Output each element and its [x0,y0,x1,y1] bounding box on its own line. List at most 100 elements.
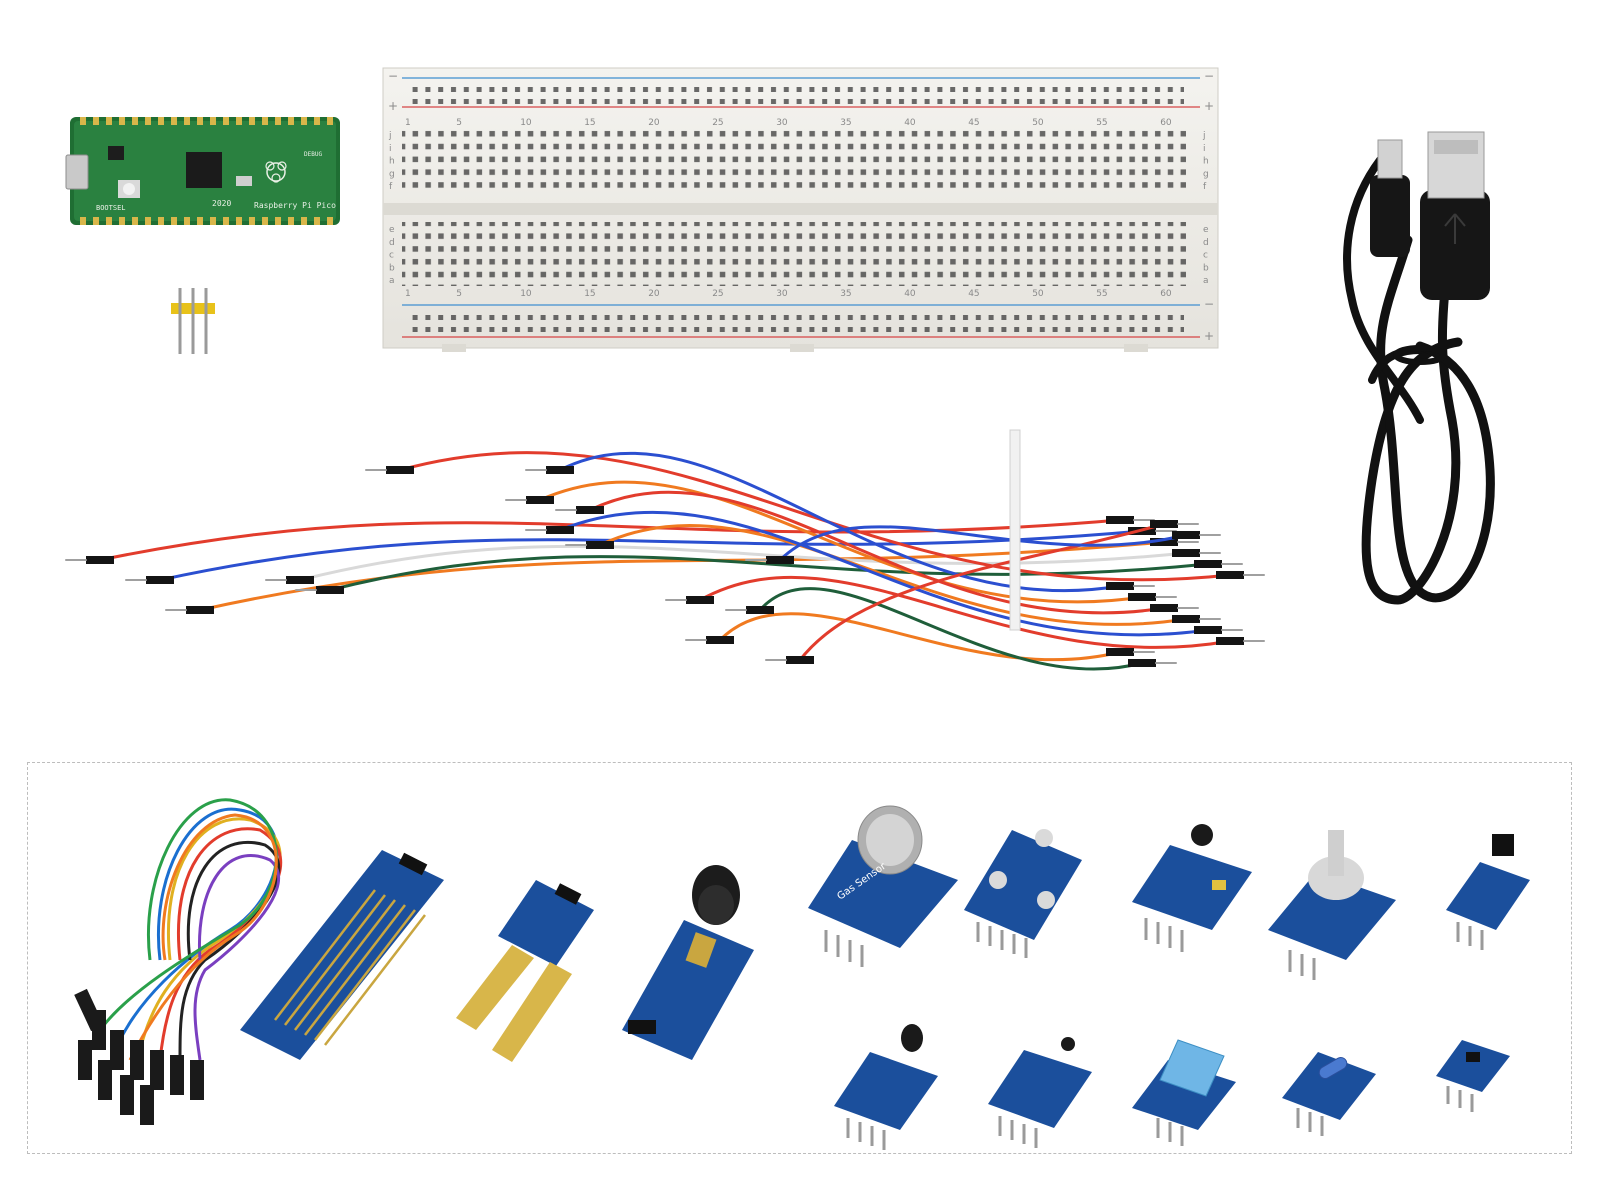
jumper-wire-end [1194,626,1222,634]
breadboard-row-letter: b [389,263,395,273]
gas-sensor: Gas Sensor [808,805,958,967]
jumper-wire [588,490,1166,615]
breadboard-row-letter: f [389,182,393,192]
rail-plus-label: + [388,99,398,113]
jumper-wire [758,587,1144,671]
jumper-wire-end [1194,560,1222,568]
jumper-wire-end [1128,659,1156,667]
sound-sensor [622,865,754,1060]
humidity-sensor [1132,1039,1236,1146]
jumper-wire-end [766,556,794,564]
rail-minus-label: − [1204,297,1214,311]
jumper-wire-end [1172,615,1200,623]
breadboard-column-number: 60 [1160,118,1172,128]
jumper-wire [398,451,1232,582]
breadboard-column-number: 30 [776,118,788,128]
breadboard-column-number: 15 [584,289,595,299]
pin-header [171,288,215,354]
breadboard-row-letter: c [389,251,394,261]
breadboard-column-number: 40 [904,289,916,299]
jumper-wire-end [786,656,814,664]
breadboard-row-letter: a [1203,276,1209,286]
infrared-sensor [964,829,1082,958]
pico-year: 2020 [212,199,231,208]
breadboard-column-number: 45 [968,118,979,128]
breadboard [382,67,1219,352]
sensor-kit-frame [27,762,1572,1154]
temperature-sensor [988,1037,1092,1148]
tilt-sensor [1282,1052,1376,1136]
breadboard-column-number: 20 [648,289,660,299]
jumper-wire-end [586,541,614,549]
jumper-wire [198,540,1166,612]
breadboard-row-letter: f [1203,182,1207,192]
breadboard-column-number: 1 [405,289,411,299]
jumper-wire-end [1106,582,1134,590]
jumper-wire-end [1128,593,1156,601]
jumper-wire-end [576,506,604,514]
breadboard-row-letter: j [1202,131,1206,141]
jumper-wire [298,544,1188,582]
jumper-wire-end [1150,604,1178,612]
jumper-wire [698,575,1232,649]
breadboard-row-letter: g [1203,169,1209,179]
cable-tie [1009,429,1021,631]
dupont-cable-bundle [98,798,283,1061]
breadboard-row-letter: e [389,225,395,235]
breadboard-column-number: 60 [1160,289,1172,299]
breadboard-row-letter: h [389,157,395,167]
breadboard-column-number: 55 [1096,289,1107,299]
microphone-sensor [1132,824,1252,952]
jumper-wire [778,525,1188,562]
breadboard-row-letter: g [389,169,395,179]
breadboard-column-number: 30 [776,289,788,299]
jumper-wire-end [1216,637,1244,645]
breadboard-column-number: 10 [520,118,532,128]
rail-plus-label: + [1204,329,1214,343]
jumper-wire [558,451,1122,593]
jumper-wire-end [706,636,734,644]
pico-debug: DEBUG [304,151,322,158]
rotary-sensor [1268,830,1396,980]
jumper-wire-end [546,466,574,474]
breadboard-column-number: 15 [584,118,595,128]
pico-bootsel: BOOTSEL [96,204,126,212]
breadboard-column-number: 25 [712,118,723,128]
jumper-wire-end [546,526,574,534]
breadboard-column-number: 40 [904,118,916,128]
small-sensor-module [1436,1040,1510,1112]
pico-label: Raspberry Pi Pico [254,201,336,210]
breadboard-row-letter: i [1203,144,1206,154]
breadboard-column-number: 35 [840,289,851,299]
jumper-wire-end [86,556,114,564]
usb-cable [1343,156,1495,605]
raspberry-logo-icon [265,161,287,183]
jumper-wire-end [746,606,774,614]
jumper-wire-bundle [65,429,1265,671]
breadboard-row-letter: i [389,144,392,154]
jumper-wire-end [286,576,314,584]
breadboard-row-letter: b [1203,263,1209,273]
jumper-wire-end [1150,520,1178,528]
breadboard-column-number: 50 [1032,118,1044,128]
breadboard-row-letter: e [1203,225,1209,235]
breadboard-row-letter: d [1203,238,1209,248]
breadboard-column-number: 5 [456,118,462,128]
jumper-wire-end [1172,531,1200,539]
breadboard-column-number: 1 [405,118,411,128]
jumper-wire-end [1150,538,1178,546]
jumper-wire [718,612,1122,662]
soil-moisture-sensor [456,880,594,1062]
jumper-wire-end [316,586,344,594]
jumper-wire-end [526,496,554,504]
jumper-wire [798,522,1166,662]
jumper-wire-end [686,596,714,604]
dupont-connectors [74,988,204,1125]
jumper-wire-end [186,606,214,614]
jumper-wire-end [1106,516,1134,524]
breadboard-row-letter: c [1203,251,1208,261]
rail-minus-label: − [388,69,398,83]
jumper-wire-end [1106,648,1134,656]
breadboard-column-number: 35 [840,118,851,128]
